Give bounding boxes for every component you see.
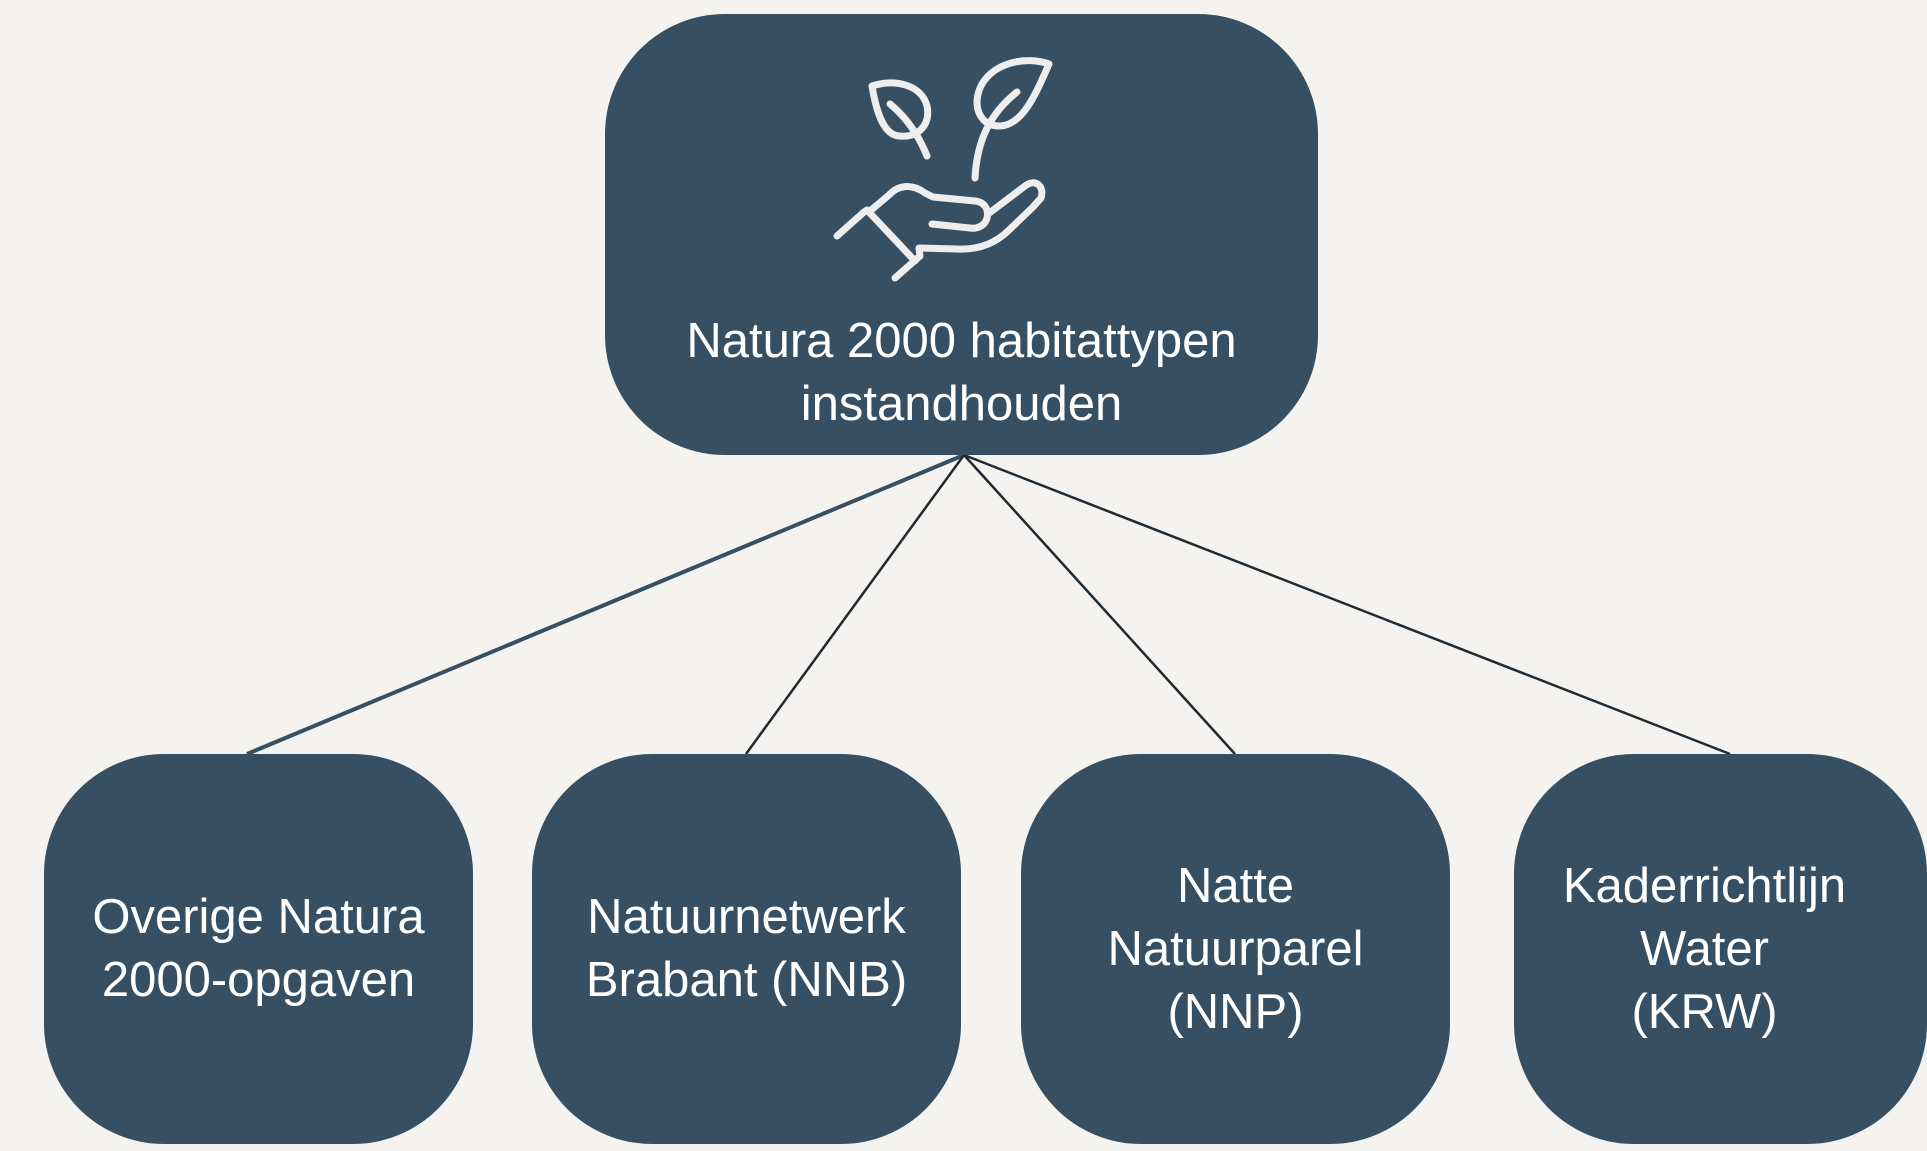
node-label: Natuurnetwerk Brabant (NNB) — [585, 890, 908, 1007]
node-kaderrichtlijn-water: Kaderrichtlijn Water (KRW) — [1514, 754, 1927, 1144]
connector-root-to-overige — [246, 453, 965, 756]
node-label: Natte Natuurparel (NNP) — [1107, 858, 1364, 1039]
node-natuurnetwerk-brabant: Natuurnetwerk Brabant (NNB) — [532, 754, 961, 1144]
connector-root-to-nnp — [963, 454, 1236, 755]
root-node: Natura 2000 habitattypen instandhouden — [605, 14, 1318, 455]
connector-root-to-nnb — [744, 454, 966, 755]
root-label: Natura 2000 habitattypen instandhouden — [686, 314, 1237, 431]
node-label: Overige Natura 2000-opgaven — [92, 890, 425, 1007]
hand-holding-plant-icon — [833, 57, 1052, 282]
node-natte-natuurparel: Natte Natuurparel (NNP) — [1021, 754, 1450, 1144]
node-label: Kaderrichtlijn Water (KRW) — [1562, 858, 1847, 1039]
connector-root-to-krw — [963, 453, 1731, 756]
node-overige-natura-2000: Overige Natura 2000-opgaven — [44, 754, 473, 1144]
